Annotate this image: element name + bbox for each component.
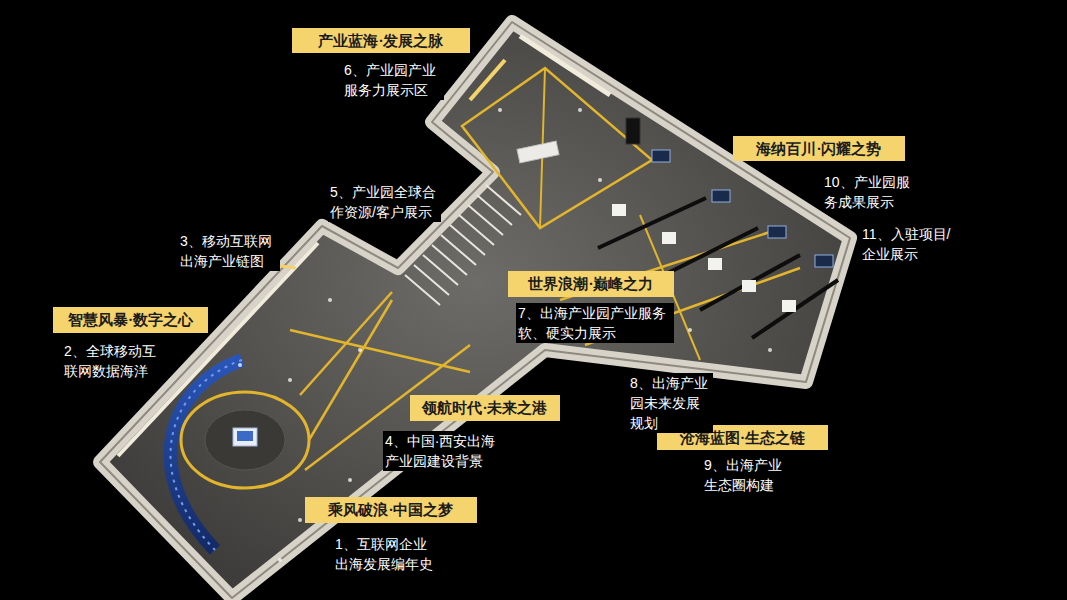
light-dot xyxy=(578,108,582,112)
light-dot xyxy=(688,328,692,332)
wall-panel xyxy=(470,60,505,100)
title-banner: 智慧风暴·数字之心 xyxy=(53,307,208,333)
stair-step xyxy=(423,255,458,285)
stair-step xyxy=(459,215,494,245)
zone-caption: 4、中国·西安出海产业园建设背景 xyxy=(383,431,505,471)
display-table xyxy=(708,258,722,270)
floor-circle xyxy=(181,392,309,488)
stair-step xyxy=(405,275,440,305)
zone-caption: 2、全球移动互联网数据海洋 xyxy=(62,341,164,381)
light-dot xyxy=(358,348,362,352)
zone-caption: 5、产业园全球合作资源/客户展示 xyxy=(328,182,441,222)
title-banner: 产业蓝海·发展之脉 xyxy=(292,28,470,53)
banner-title: 领航时代·未来之港 xyxy=(422,399,547,417)
zone-caption: 10、产业园服务成果展示 xyxy=(822,172,918,212)
floor-line xyxy=(290,330,470,372)
banner-title: 产业蓝海·发展之脉 xyxy=(318,32,443,50)
title-banner: 领航时代·未来之港 xyxy=(410,395,560,421)
zone-caption: 9、出海产业生态圈构建 xyxy=(702,455,787,495)
zone-caption: 7、出海产业园产业服务软、硬实力展示 xyxy=(516,303,674,343)
hall-floor xyxy=(100,22,850,598)
zone-caption: 11、入驻项目/企业展示 xyxy=(860,224,962,264)
title-banner: 世界浪潮·巅峰之力 xyxy=(508,271,674,297)
display-table xyxy=(742,280,756,292)
stair-step xyxy=(441,235,476,265)
light-dot xyxy=(298,518,302,522)
display-table xyxy=(662,232,676,244)
wall-edge xyxy=(100,22,850,598)
reception-desk xyxy=(517,141,559,163)
zone-caption: 6、产业园产业服务力展示区 xyxy=(342,60,444,100)
wall-screen xyxy=(768,226,786,238)
banner-title: 智慧风暴·数字之心 xyxy=(68,311,193,329)
zone-caption: 1、互联网企业出海发展编年史 xyxy=(333,534,438,574)
stair-step xyxy=(450,225,485,255)
floor-line xyxy=(309,300,392,440)
light-dot xyxy=(768,348,772,352)
kiosk-screen xyxy=(237,431,253,441)
light-dot xyxy=(498,108,502,112)
floor-circle-inner xyxy=(205,410,285,470)
ceiling-beam xyxy=(752,280,838,338)
banner-title: 乘风破浪·中国之梦 xyxy=(328,501,453,519)
title-banner: 乘风破浪·中国之梦 xyxy=(305,497,477,523)
light-dot xyxy=(278,558,282,562)
light-dot xyxy=(598,178,602,182)
stair-step xyxy=(477,195,512,225)
kiosk xyxy=(233,428,257,446)
stair-step xyxy=(414,265,449,295)
light-dot xyxy=(328,298,332,302)
stair-step xyxy=(468,205,503,235)
monitor-block xyxy=(626,118,640,144)
wall-screen xyxy=(652,150,670,162)
ceiling-beam xyxy=(598,198,706,248)
zone-caption: 3、移动互联网出海产业链图 xyxy=(178,231,280,271)
stair-step xyxy=(486,185,521,215)
banner-title: 世界浪潮·巅峰之力 xyxy=(528,275,653,293)
ceiling-lights xyxy=(238,108,772,562)
light-dot xyxy=(288,378,292,382)
wall-screen xyxy=(815,255,833,267)
light-dot xyxy=(348,478,352,482)
display-table xyxy=(782,300,796,312)
display-table xyxy=(612,204,626,216)
light-dot xyxy=(238,363,242,367)
zone-caption: 8、出海产业园未来发展规划 xyxy=(628,373,713,433)
banner-title: 海纳百川·闪耀之势 xyxy=(756,140,881,158)
title-banner: 海纳百川·闪耀之势 xyxy=(733,136,905,161)
stair-step xyxy=(432,245,467,275)
wall-screen xyxy=(712,190,730,202)
floor-line xyxy=(462,68,652,228)
